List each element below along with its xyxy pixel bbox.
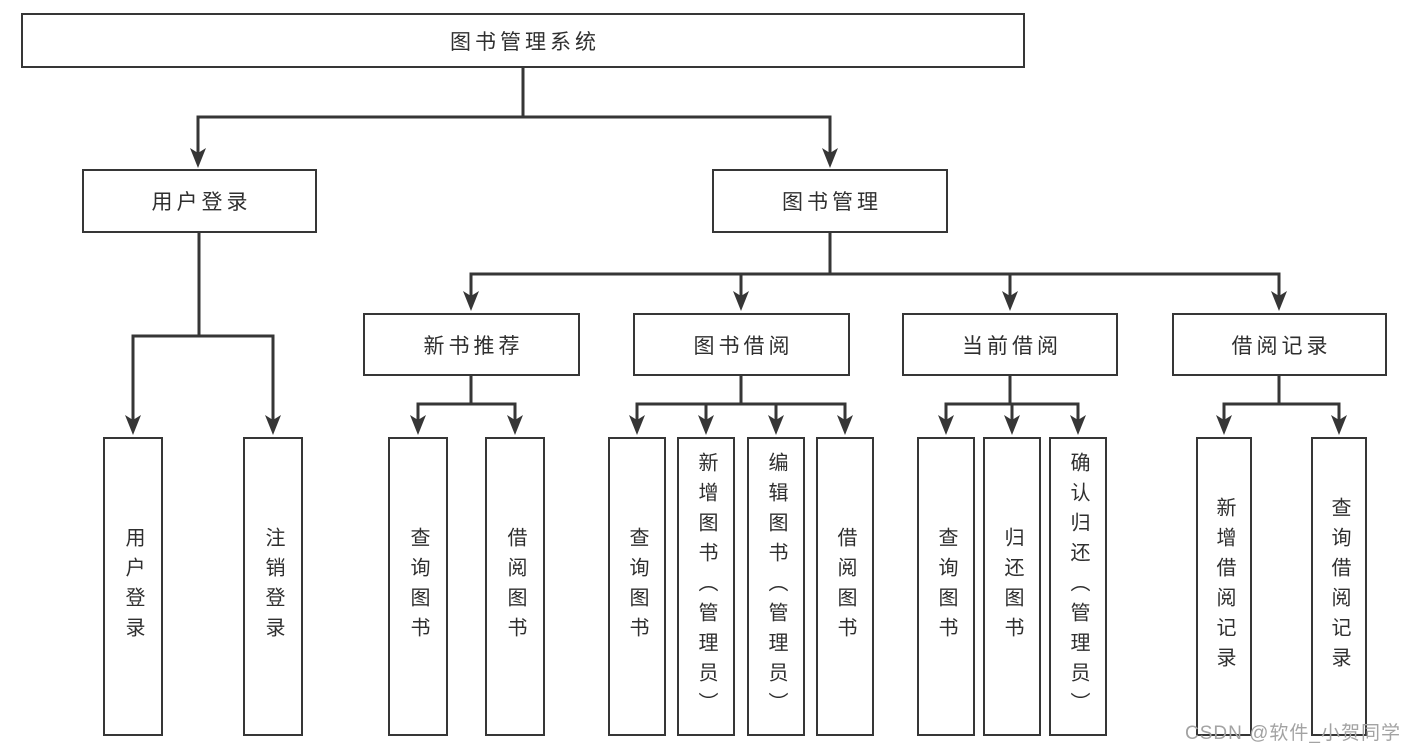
leaf-add-borrow-record-label: 新增借阅记录: [1213, 496, 1235, 677]
leaf-user-login: 用户登录: [103, 437, 163, 736]
leaf-borrow-books-label: 借阅图书: [834, 526, 856, 647]
node-new-book-rec: 新书推荐: [363, 313, 580, 376]
leaf-logout: 注销登录: [243, 437, 303, 736]
leaf-query-books-current: 查询图书: [917, 437, 975, 736]
leaf-confirm-return-admin: 确认归还（管理员）: [1049, 437, 1107, 736]
leaf-edit-books-admin-label: 编辑图书（管理员）: [765, 451, 787, 722]
leaf-return-books-label: 归还图书: [1001, 526, 1023, 647]
node-user-login-label: 用户登录: [151, 191, 252, 214]
leaf-add-books-admin: 新增图书（管理员）: [677, 437, 735, 736]
leaf-query-books-rec-label: 查询图书: [407, 526, 429, 647]
node-root: 图书管理系统: [21, 13, 1025, 68]
leaf-return-books: 归还图书: [983, 437, 1041, 736]
leaf-query-books-borrow-label: 查询图书: [626, 526, 648, 647]
csdn-watermark: CSDN @软件_小贺同学: [1185, 723, 1401, 744]
node-current-borrow-label: 当前借阅: [962, 334, 1062, 358]
leaf-user-login-label: 用户登录: [122, 526, 144, 647]
node-root-label: 图书管理系统: [450, 30, 600, 54]
node-book-borrow: 图书借阅: [633, 313, 850, 376]
leaf-edit-books-admin: 编辑图书（管理员）: [747, 437, 805, 736]
node-current-borrow: 当前借阅: [902, 313, 1118, 376]
leaf-query-borrow-record-label: 查询借阅记录: [1328, 496, 1350, 677]
leaf-query-books-rec: 查询图书: [388, 437, 448, 736]
leaf-borrow-books-rec-label: 借阅图书: [504, 526, 526, 647]
leaf-borrow-books-rec: 借阅图书: [485, 437, 545, 736]
leaf-confirm-return-admin-label: 确认归还（管理员）: [1067, 451, 1089, 722]
leaf-query-books-current-label: 查询图书: [935, 526, 957, 647]
node-user-login: 用户登录: [82, 169, 317, 233]
leaf-query-books-borrow: 查询图书: [608, 437, 666, 736]
node-book-mgmt: 图书管理: [712, 169, 948, 233]
leaf-add-borrow-record: 新增借阅记录: [1196, 437, 1252, 736]
leaf-add-books-admin-label: 新增图书（管理员）: [695, 451, 717, 722]
leaf-logout-label: 注销登录: [262, 526, 284, 647]
leaf-query-borrow-record: 查询借阅记录: [1311, 437, 1367, 736]
node-new-book-rec-label: 新书推荐: [423, 334, 524, 358]
node-borrow-record: 借阅记录: [1172, 313, 1387, 376]
node-book-borrow-label: 图书借阅: [693, 334, 794, 358]
leaf-borrow-books: 借阅图书: [816, 437, 874, 736]
node-book-mgmt-label: 图书管理: [782, 191, 882, 214]
node-borrow-record-label: 借阅记录: [1231, 334, 1332, 358]
